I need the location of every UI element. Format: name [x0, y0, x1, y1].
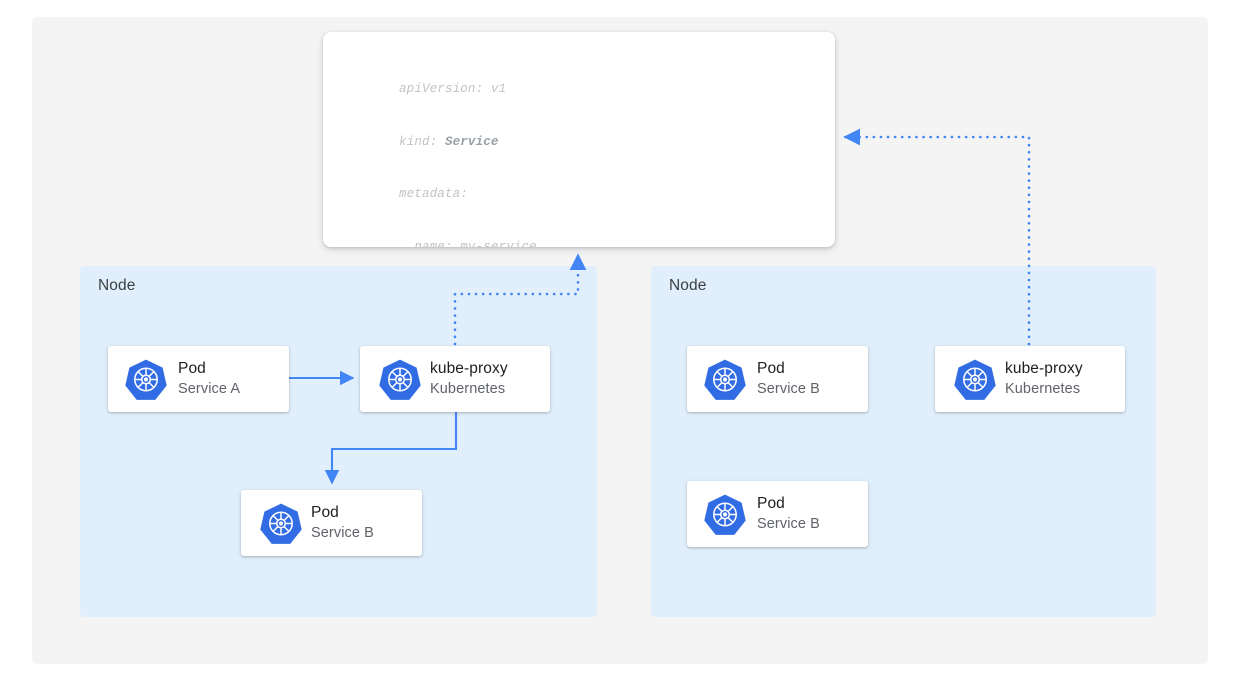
card-kube-proxy-left[interactable]: kube-proxy Kubernetes: [360, 346, 550, 412]
card-pod-service-b-left[interactable]: Pod Service B: [241, 490, 422, 556]
service-manifest-yaml: apiVersion: v1 kind: Service metadata: n…: [399, 46, 713, 247]
kubernetes-icon: [378, 357, 422, 401]
card-text: Pod Service B: [757, 359, 820, 399]
card-text: Pod Service B: [757, 494, 820, 534]
card-subtitle: Service B: [757, 516, 820, 532]
kubernetes-icon: [703, 492, 747, 536]
kubernetes-icon: [124, 357, 168, 401]
card-pod-service-a[interactable]: Pod Service A: [108, 346, 289, 412]
yaml-kind-value: Service: [444, 134, 499, 149]
card-title: Pod: [757, 360, 785, 377]
card-text: kube-proxy Kubernetes: [1005, 359, 1083, 399]
card-text: Pod Service A: [178, 359, 240, 399]
kubernetes-icon: [703, 357, 747, 401]
card-title: Pod: [178, 360, 206, 377]
node-label: Node: [669, 277, 707, 294]
card-title: kube-proxy: [430, 360, 508, 377]
card-subtitle: Service B: [311, 525, 374, 541]
node-label: Node: [98, 277, 136, 294]
card-pod-service-b-right-2[interactable]: Pod Service B: [687, 481, 868, 547]
card-subtitle: Service B: [757, 381, 820, 397]
card-title: Pod: [757, 495, 785, 512]
node-container-left: Node: [80, 266, 597, 617]
card-kube-proxy-right[interactable]: kube-proxy Kubernetes: [935, 346, 1125, 412]
card-title: Pod: [311, 504, 339, 521]
card-text: kube-proxy Kubernetes: [430, 359, 508, 399]
node-container-right: Node: [651, 266, 1156, 617]
yaml-line: kind: Service: [399, 134, 499, 149]
yaml-line: metadata:: [399, 187, 468, 201]
card-title: kube-proxy: [1005, 360, 1083, 377]
card-subtitle: Service A: [178, 381, 241, 397]
card-subtitle: Kubernetes: [430, 381, 506, 397]
card-subtitle: Kubernetes: [1005, 381, 1081, 397]
kubernetes-icon: [259, 501, 303, 545]
card-pod-service-b-right-1[interactable]: Pod Service B: [687, 346, 868, 412]
yaml-line: apiVersion: v1: [399, 82, 507, 96]
card-text: Pod Service B: [311, 503, 374, 543]
kubernetes-icon: [953, 357, 997, 401]
yaml-line: name: my-service: [399, 239, 537, 248]
service-manifest-card: apiVersion: v1 kind: Service metadata: n…: [323, 32, 835, 247]
